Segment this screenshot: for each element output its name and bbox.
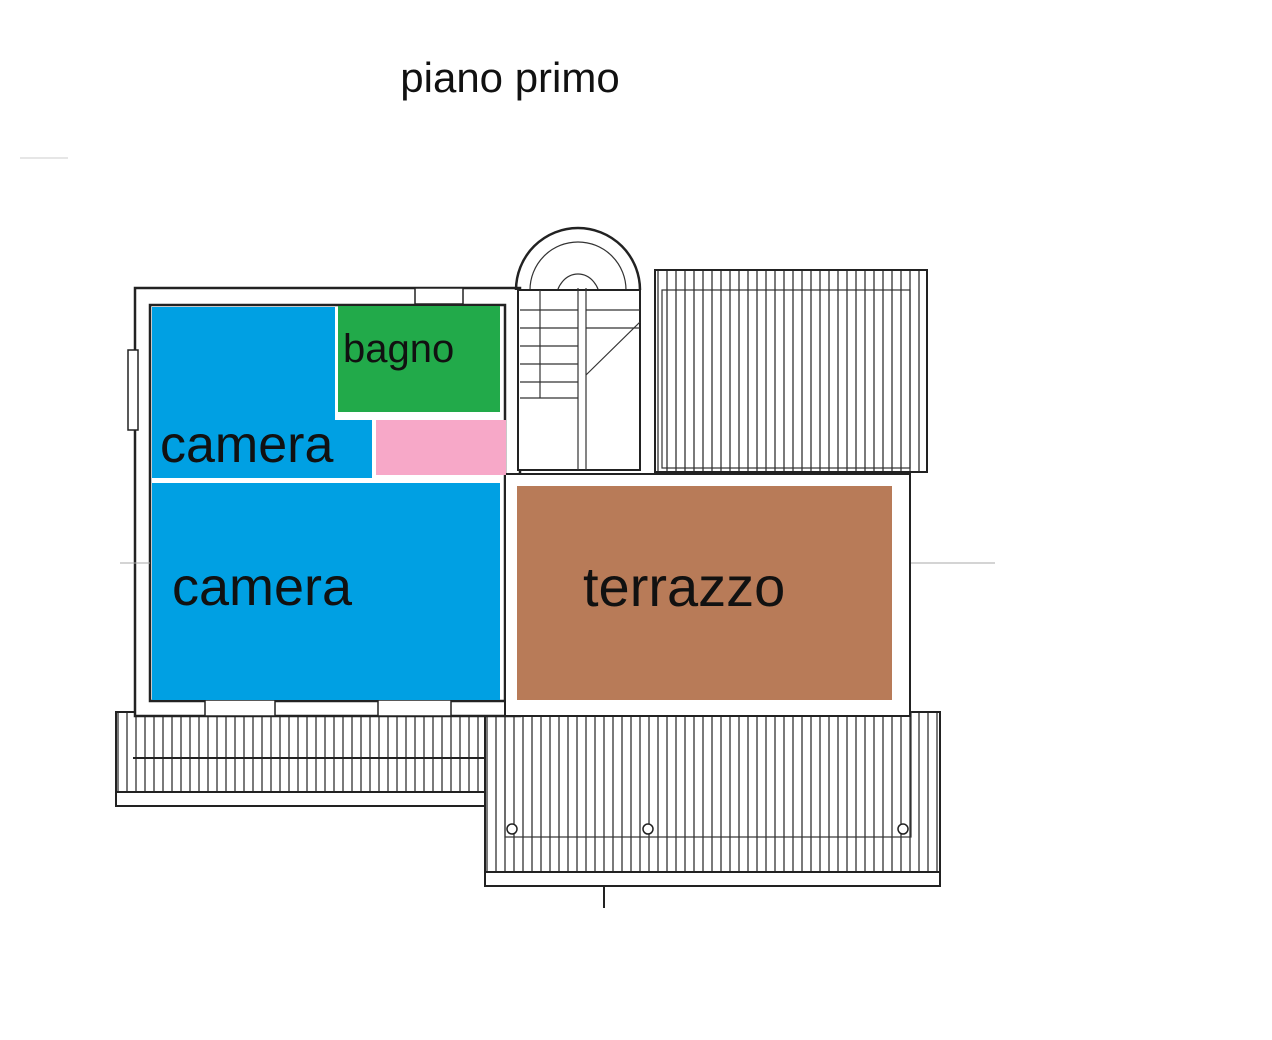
roof-bottom-left — [115, 711, 521, 807]
roof-upper-right — [654, 269, 928, 473]
room-corridor — [376, 420, 506, 475]
column-icon — [897, 823, 909, 835]
room-terrazzo — [517, 486, 892, 700]
plan-title: piano primo — [400, 54, 619, 101]
room-label-camera-2: camera — [172, 557, 353, 617]
room-camera-1 — [152, 307, 372, 478]
roof-bottom-right — [484, 711, 941, 908]
room-label-camera-1: camera — [160, 416, 333, 474]
staircase — [514, 226, 642, 471]
room-bagno — [338, 306, 500, 412]
room-label-bagno: bagno — [343, 327, 454, 371]
column-icon — [642, 823, 654, 835]
column-icon — [506, 823, 518, 835]
room-camera-2 — [152, 483, 500, 700]
room-label-terrazzo: terrazzo — [583, 555, 785, 618]
